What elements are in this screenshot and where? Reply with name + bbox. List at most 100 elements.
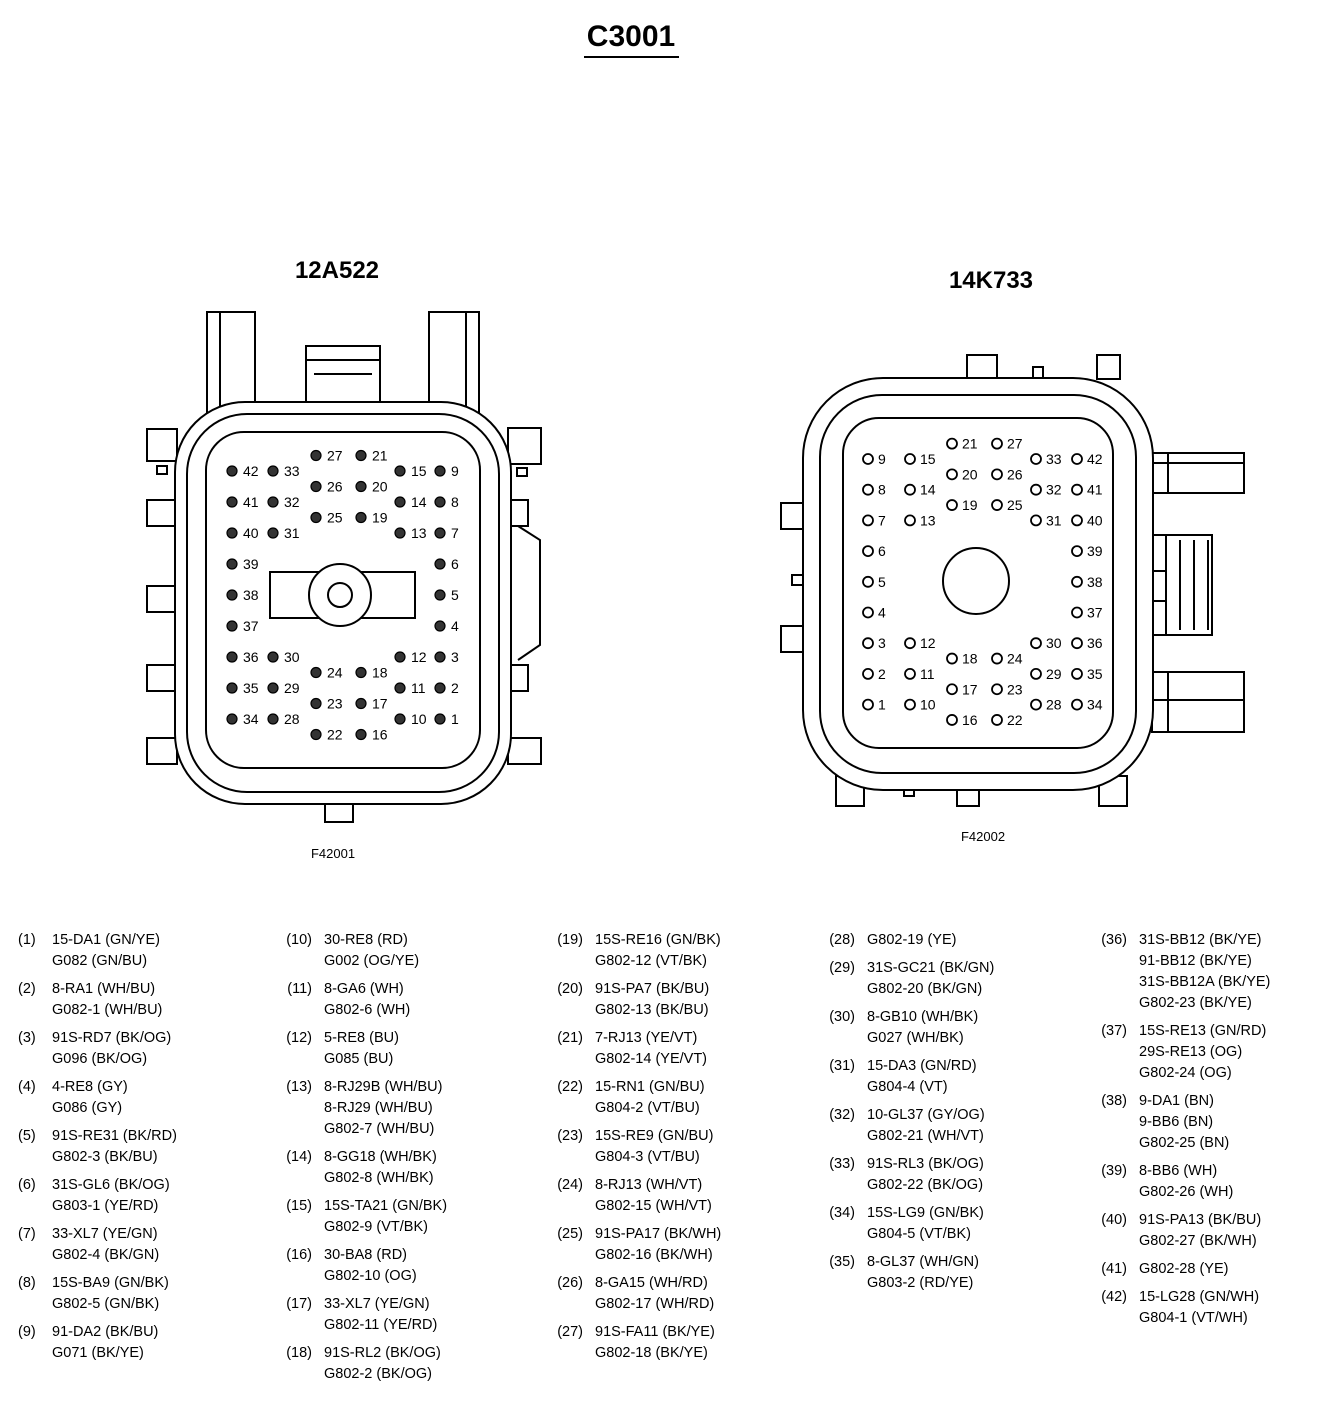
pinout-entry-line: 8-GB10 (WH/BK) xyxy=(867,1009,979,1025)
pinout-entry-line: G802-17 (WH/RD) xyxy=(595,1296,715,1312)
pinout-entry: (22)15-RN1 (GN/BU)G804-2 (VT/BU) xyxy=(543,1077,808,1119)
pin-29-label: 29 xyxy=(284,680,300,696)
pinout-entry: (11)8-GA6 (WH)G802-6 (WH) xyxy=(272,979,537,1021)
pinout-entry-line: G802-19 (YE) xyxy=(867,932,957,948)
pinout-entry: (10) 30-RE8 (RD) G002 (OG/YE) xyxy=(272,930,537,972)
pin-22-marker xyxy=(310,728,322,741)
pin-6-marker xyxy=(862,545,874,557)
pinout-entry-number: (3) xyxy=(18,1030,36,1046)
pinout-entry-line: G002 (OG/YE) xyxy=(324,953,420,969)
pin-6-label: 6 xyxy=(451,556,459,572)
pin-14-marker xyxy=(904,483,916,496)
pinout-entry-number: (17) xyxy=(286,1296,312,1312)
pinout-entry-number: (28) xyxy=(829,932,855,948)
pin-2-label: 2 xyxy=(878,666,886,682)
pin-23-label: 23 xyxy=(327,696,343,712)
pin-19-marker xyxy=(355,511,367,524)
pin-36-marker xyxy=(1071,637,1083,650)
pinout-entry: (40)91S-PA13 (BK/BU)G802-27 (BK/WH) xyxy=(1087,1210,1328,1252)
pinout-entry-line: G802-12 (VT/BK) xyxy=(595,953,708,969)
pinout-entry-line: 91S-PA7 (BK/BU) xyxy=(595,981,710,997)
pin-17-label: 17 xyxy=(372,696,388,712)
pinout-entry-line: 31S-BB12A (BK/YE) xyxy=(1139,974,1271,990)
connector-14k733 xyxy=(780,354,1245,807)
pinout-entry: (16)30-BA8 (RD)G802-10 (OG) xyxy=(272,1245,537,1287)
pinout-entry: (25)91S-PA17 (BK/WH)G802-16 (BK/WH) xyxy=(543,1224,808,1266)
pin-41-marker xyxy=(1071,483,1083,496)
pin-10-marker xyxy=(904,698,916,711)
pinout-entry-line: G802-18 (BK/YE) xyxy=(595,1345,708,1361)
pinout-column-2: (10) 30-RE8 (RD) G002 (OG/YE) (11)8-GA6 (WH… xyxy=(272,930,537,1392)
pin-15-marker xyxy=(904,453,916,465)
pin-11-marker xyxy=(394,682,406,694)
pinout-entry-line: G082 (GN/BU) xyxy=(52,953,148,969)
pin-12-marker xyxy=(394,651,406,663)
pinout-entry-line: G802-20 (BK/GN) xyxy=(867,981,983,997)
pinout-entry-line: 91S-PA17 (BK/WH) xyxy=(595,1226,722,1242)
pin-19-marker xyxy=(946,499,958,511)
pin-37-label: 37 xyxy=(1087,605,1103,621)
pin-12-label: 12 xyxy=(920,635,936,651)
pinout-entry-line: G802-22 (BK/OG) xyxy=(867,1177,984,1193)
pin-32-label: 32 xyxy=(284,494,300,510)
pin-23-label: 23 xyxy=(1007,681,1023,697)
pinout-entry-number: (26) xyxy=(557,1275,583,1291)
pinout-entry-line: 7-RJ13 (YE/VT) xyxy=(595,1030,698,1046)
pin-27-marker xyxy=(310,449,322,462)
pinout-entry-number: (29) xyxy=(829,960,855,976)
pinout-entry-number: (10) xyxy=(286,932,312,948)
pin-38-label: 38 xyxy=(1087,574,1103,590)
pinout-entry-line: 91S-PA13 (BK/BU) xyxy=(1139,1212,1262,1228)
pinout-entry-line: 33-XL7 (YE/GN) xyxy=(52,1226,158,1242)
pin-24-marker xyxy=(310,666,322,679)
pinout-entry-number: (16) xyxy=(286,1247,312,1263)
pinout-entry-line: 15S-RE9 (GN/BU) xyxy=(595,1128,714,1144)
pinout-entry-number: (39) xyxy=(1101,1163,1127,1179)
pinout-entry: (31)15-DA3 (GN/RD)G804-4 (VT) xyxy=(815,1056,1080,1098)
pin-42-marker xyxy=(226,465,238,477)
pin-17-marker xyxy=(355,697,367,710)
pinout-entry-number: (27) xyxy=(557,1324,583,1340)
pin-4-marker xyxy=(862,606,874,619)
pin-16-marker xyxy=(946,714,958,726)
pinout-entry-line: 8-GG18 (WH/BK) xyxy=(324,1149,437,1165)
pin-2-marker xyxy=(434,682,446,694)
pinout-entry-number: (42) xyxy=(1101,1289,1127,1305)
pin-5-label: 5 xyxy=(878,574,886,590)
pin-30-marker xyxy=(267,651,279,663)
pinout-entry-line: G802-23 (BK/YE) xyxy=(1139,995,1252,1011)
pin-14-label: 14 xyxy=(411,494,427,510)
pinout-entry-line: 91S-RD7 (BK/OG) xyxy=(52,1030,172,1046)
figure-ref-f42001: F42001 xyxy=(311,846,355,861)
pin-24-label: 24 xyxy=(327,665,343,681)
pinout-entry-line: 15S-LG9 (GN/BK) xyxy=(867,1205,984,1221)
pinout-entry-line: G086 (GY) xyxy=(52,1100,123,1116)
pinout-entry-line: 8-RJ29 (WH/BU) xyxy=(324,1100,433,1116)
pinout-entry-number: (15) xyxy=(286,1198,312,1214)
pinout-entry-number: (34) xyxy=(829,1205,855,1221)
pin-30-label: 30 xyxy=(1046,635,1062,651)
pinout-entry-line: 8-BB6 (WH) xyxy=(1139,1163,1218,1179)
pinout-entry-line: 91-DA2 (BK/BU) xyxy=(52,1324,159,1340)
pinout-entry-number: (24) xyxy=(557,1177,583,1193)
pinout-entry-line: 8-GA15 (WH/RD) xyxy=(595,1275,708,1291)
pin-15-label: 15 xyxy=(411,463,427,479)
pin-5-marker xyxy=(862,575,874,588)
pinout-entry: (1)15-DA1 (GN/YE)G082 (GN/BU) xyxy=(0,930,265,972)
pinout-entry-number: (4) xyxy=(18,1079,36,1095)
pin-30-marker xyxy=(1030,637,1042,650)
pin-39-marker xyxy=(1071,545,1083,557)
pinout-entry-line: G802-7 (WH/BU) xyxy=(324,1121,435,1137)
pinout-entry: (3)91S-RD7 (BK/OG)G096 (BK/OG) xyxy=(0,1028,265,1070)
pin-23-marker xyxy=(310,697,322,710)
pinout-entry-line: 30-RE8 (RD) xyxy=(324,932,408,948)
pinout-entry-number: (22) xyxy=(557,1079,583,1095)
pinout-entry-number: (23) xyxy=(557,1128,583,1144)
pinout-entry-line: 15S-BA9 (GN/BK) xyxy=(52,1275,169,1291)
pin-21-label: 21 xyxy=(372,448,388,464)
pin-41-label: 41 xyxy=(243,494,259,510)
pin-13-marker xyxy=(394,527,406,539)
pin-28-label: 28 xyxy=(1046,697,1062,713)
pinout-entry: (4)4-RE8 (GY)G086 (GY) xyxy=(0,1077,265,1119)
pin-37-label: 37 xyxy=(243,618,259,634)
